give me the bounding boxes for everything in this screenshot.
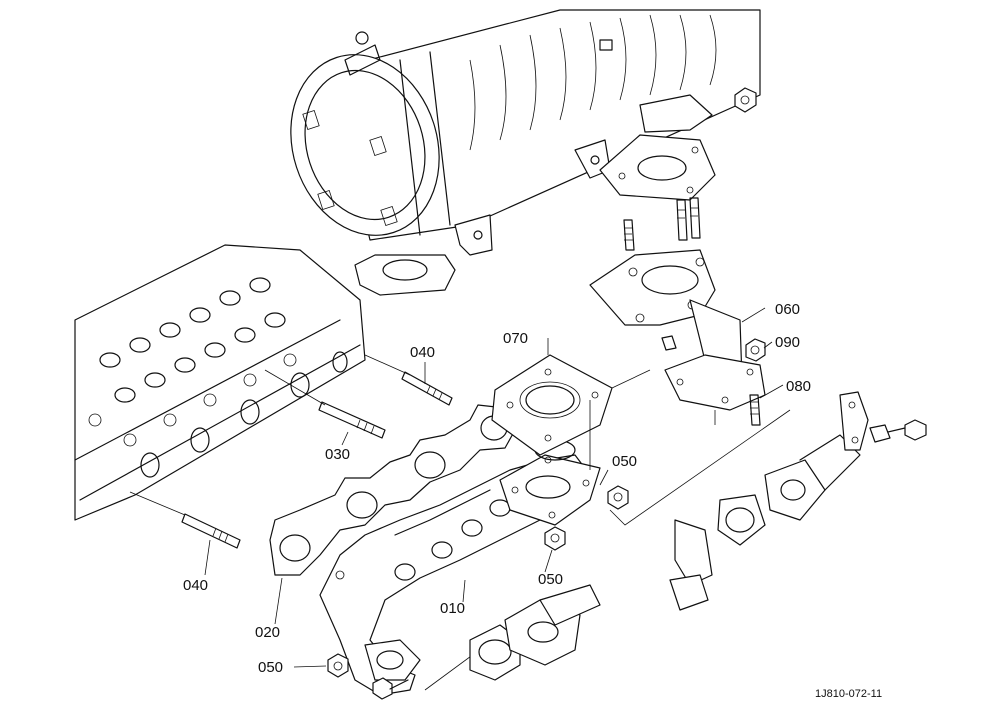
leader-line [741,307,766,323]
part-080-stud [749,394,761,426]
part-050-nut-lower [327,653,349,678]
part-040-stud-lower [181,513,241,549]
label-090: 090 [775,334,800,351]
leader-line [129,491,186,516]
label-080: 080 [786,378,811,395]
label-030: 030 [325,446,350,463]
muffler-assembly [290,9,761,296]
label-040-lower: 040 [183,577,208,594]
label-040-upper: 040 [410,344,435,361]
label-070: 070 [503,330,528,347]
label-050-middle: 050 [538,571,563,588]
nut-top-right [734,87,757,113]
part-030-stud [318,401,386,439]
label-060: 060 [775,301,800,318]
leader-line [544,549,553,573]
cylinder-head [74,244,366,521]
pipe-flange-upper [599,94,716,201]
leader-line [759,384,784,399]
leader-line [204,539,211,576]
part-070-gasket [491,338,651,470]
leader-line [274,577,283,625]
part-040-stud-upper [401,371,453,406]
part-060-exhaust-pipe [589,249,766,425]
label-050-lower: 050 [258,659,283,676]
leader-line [599,469,609,486]
label-020: 020 [255,624,280,641]
drawing-code: 1J810-072-11 [815,688,882,700]
leader-line [264,369,326,406]
part-090-nut [745,338,766,362]
part-050-nut-right [607,409,791,526]
leader-line [364,354,411,376]
label-010: 010 [440,600,465,617]
leader-line [293,665,327,668]
leader-line [462,579,466,603]
bolt-lower [372,677,409,700]
label-050-right: 050 [612,453,637,470]
leader-line [763,341,773,349]
part-010-exhaust-manifold [319,439,601,696]
part-050-nut-middle [544,526,566,551]
studs-upper [623,197,701,251]
leader-line [341,431,349,446]
egr-pipe-assembly [424,391,927,691]
